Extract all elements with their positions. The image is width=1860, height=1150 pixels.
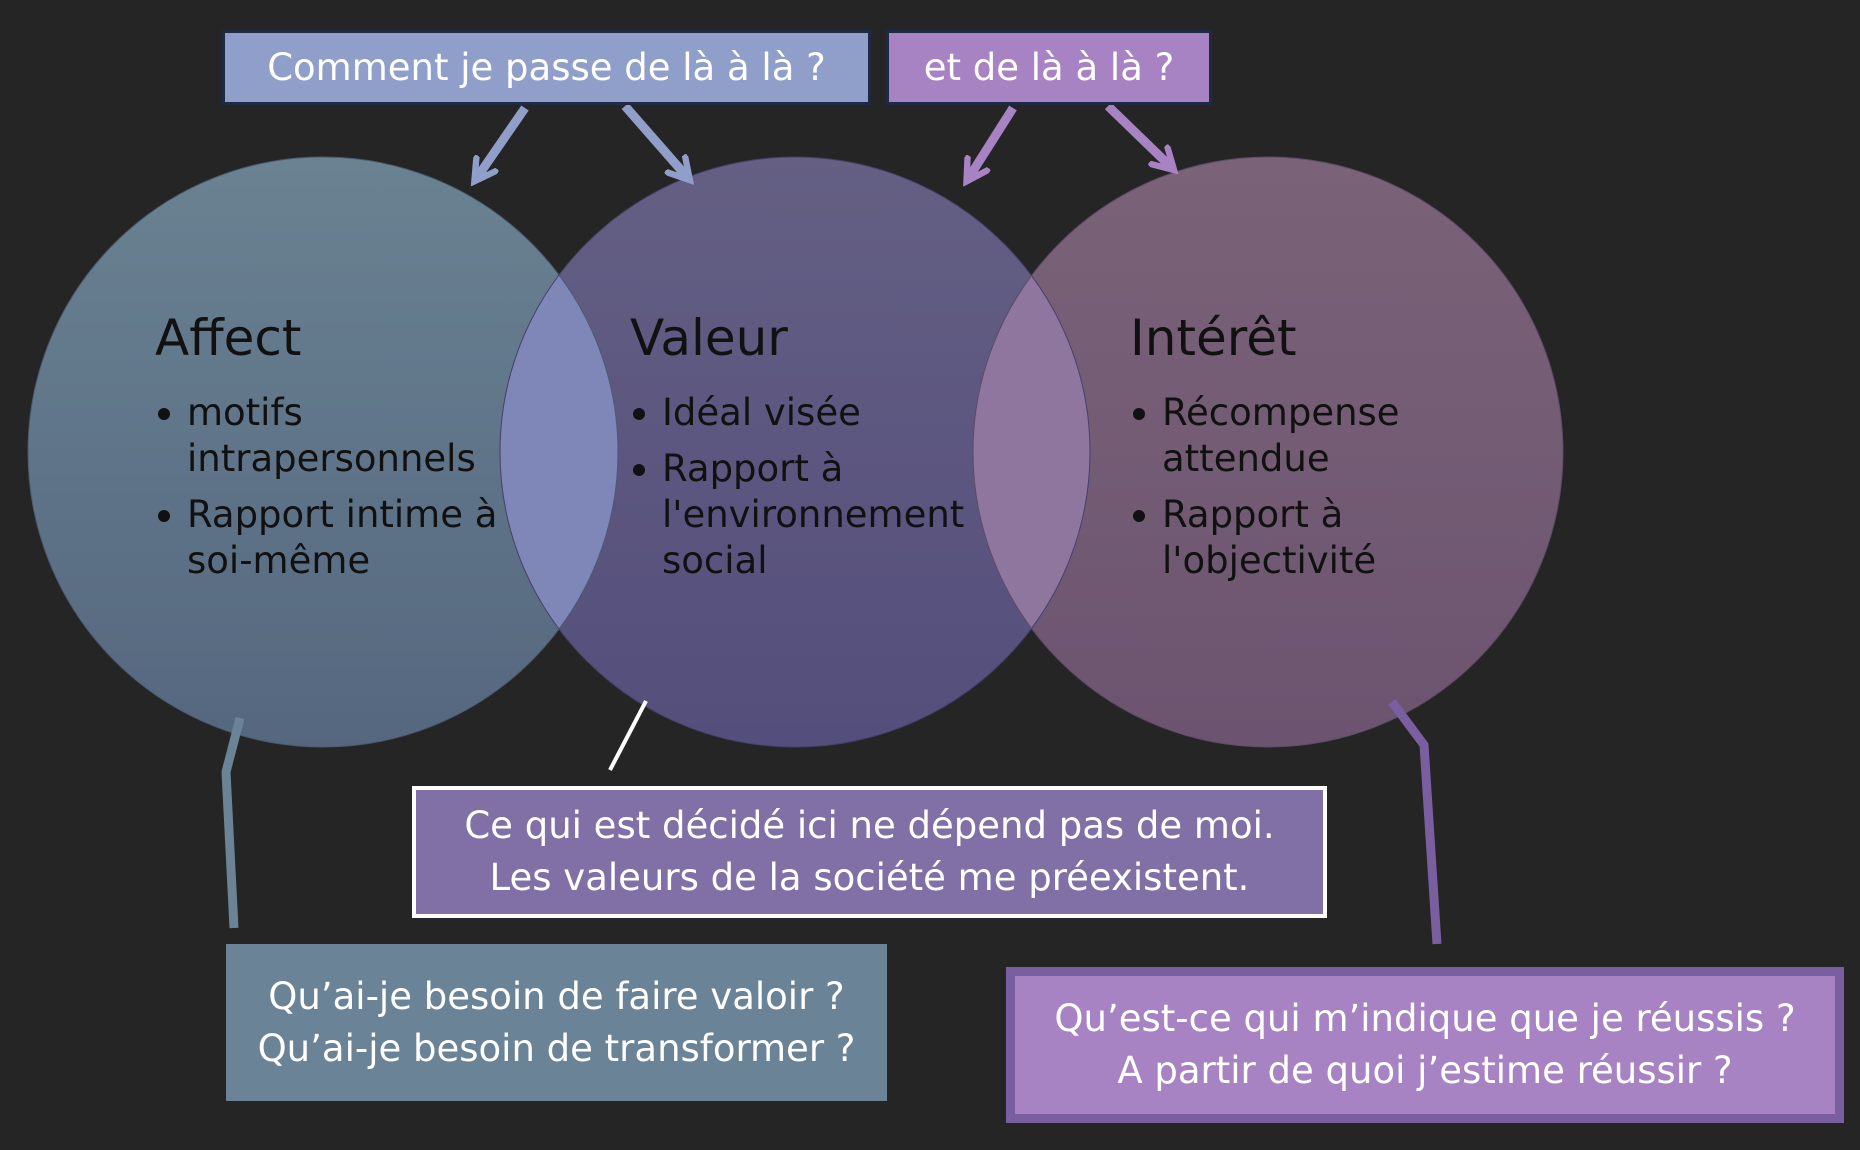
callout-valeur-line-1: Ce qui est décidé ici ne dépend pas de m… xyxy=(464,804,1275,847)
interet-bullet-1: Récompense attendue xyxy=(1130,390,1470,482)
callout-interet: Qu’est-ce qui m’indique que je réussis ?… xyxy=(1006,967,1844,1123)
question-right-text: et de là à là ? xyxy=(923,45,1175,89)
circle-interet xyxy=(973,157,1563,747)
arrow-to-valeur-left xyxy=(621,103,688,178)
interet-title: Intérêt xyxy=(1130,309,1297,367)
callout-valeur: Ce qui est décidé ici ne dépend pas de m… xyxy=(412,786,1327,918)
arrow-to-affect xyxy=(476,105,529,179)
interet-bullet-2: Rapport à l'objectivité xyxy=(1130,492,1470,584)
question-box-right: et de là à là ? xyxy=(886,30,1212,105)
callout-interet-line-1: Qu’est-ce qui m’indique que je réussis ? xyxy=(1054,997,1796,1040)
arrow-to-valeur-right xyxy=(968,105,1017,179)
connector-valeur xyxy=(608,700,648,771)
callout-affect: Qu’ai-je besoin de faire valoir ? Qu’ai-… xyxy=(226,944,887,1101)
valeur-bullet-2: Rapport à l'environnement social xyxy=(630,446,970,584)
valeur-bullet-1: Idéal visée xyxy=(630,390,970,436)
circle-affect xyxy=(28,157,618,747)
affect-bullet-2: Rapport intime à soi-même xyxy=(155,492,515,584)
connector-interet xyxy=(1388,699,1442,945)
affect-title: Affect xyxy=(155,309,302,367)
affect-text-block: Affect motifs intrapersonnels Rapport in… xyxy=(155,308,515,594)
circle-affect-outline xyxy=(27,156,619,748)
question-left-text: Comment je passe de là à là ? xyxy=(267,45,826,89)
interet-text-block: Intérêt Récompense attendue Rapport à l'… xyxy=(1130,308,1470,594)
valeur-title: Valeur xyxy=(630,309,788,367)
valeur-bullets: Idéal visée Rapport à l'environnement so… xyxy=(630,390,970,584)
circle-interet-outline xyxy=(972,156,1564,748)
question-box-left: Comment je passe de là à là ? xyxy=(222,30,871,105)
callout-affect-line-2: Qu’ai-je besoin de transformer ? xyxy=(257,1026,856,1070)
circle-valeur-outline xyxy=(499,156,1091,748)
affect-bullets: motifs intrapersonnels Rapport intime à … xyxy=(155,390,515,584)
valeur-text-block: Valeur Idéal visée Rapport à l'environne… xyxy=(630,308,970,594)
interet-bullets: Récompense attendue Rapport à l'objectiv… xyxy=(1130,390,1470,584)
callout-affect-line-1: Qu’ai-je besoin de faire valoir ? xyxy=(268,974,845,1018)
callout-interet-line-2: A partir de quoi j’estime réussir ? xyxy=(1117,1049,1733,1092)
callout-valeur-line-2: Les valeurs de la société me préexistent… xyxy=(489,856,1250,899)
circle-valeur xyxy=(500,157,1090,747)
arrow-to-interet xyxy=(1104,102,1172,168)
connector-affect xyxy=(221,716,245,929)
affect-bullet-1: motifs intrapersonnels xyxy=(155,390,515,482)
